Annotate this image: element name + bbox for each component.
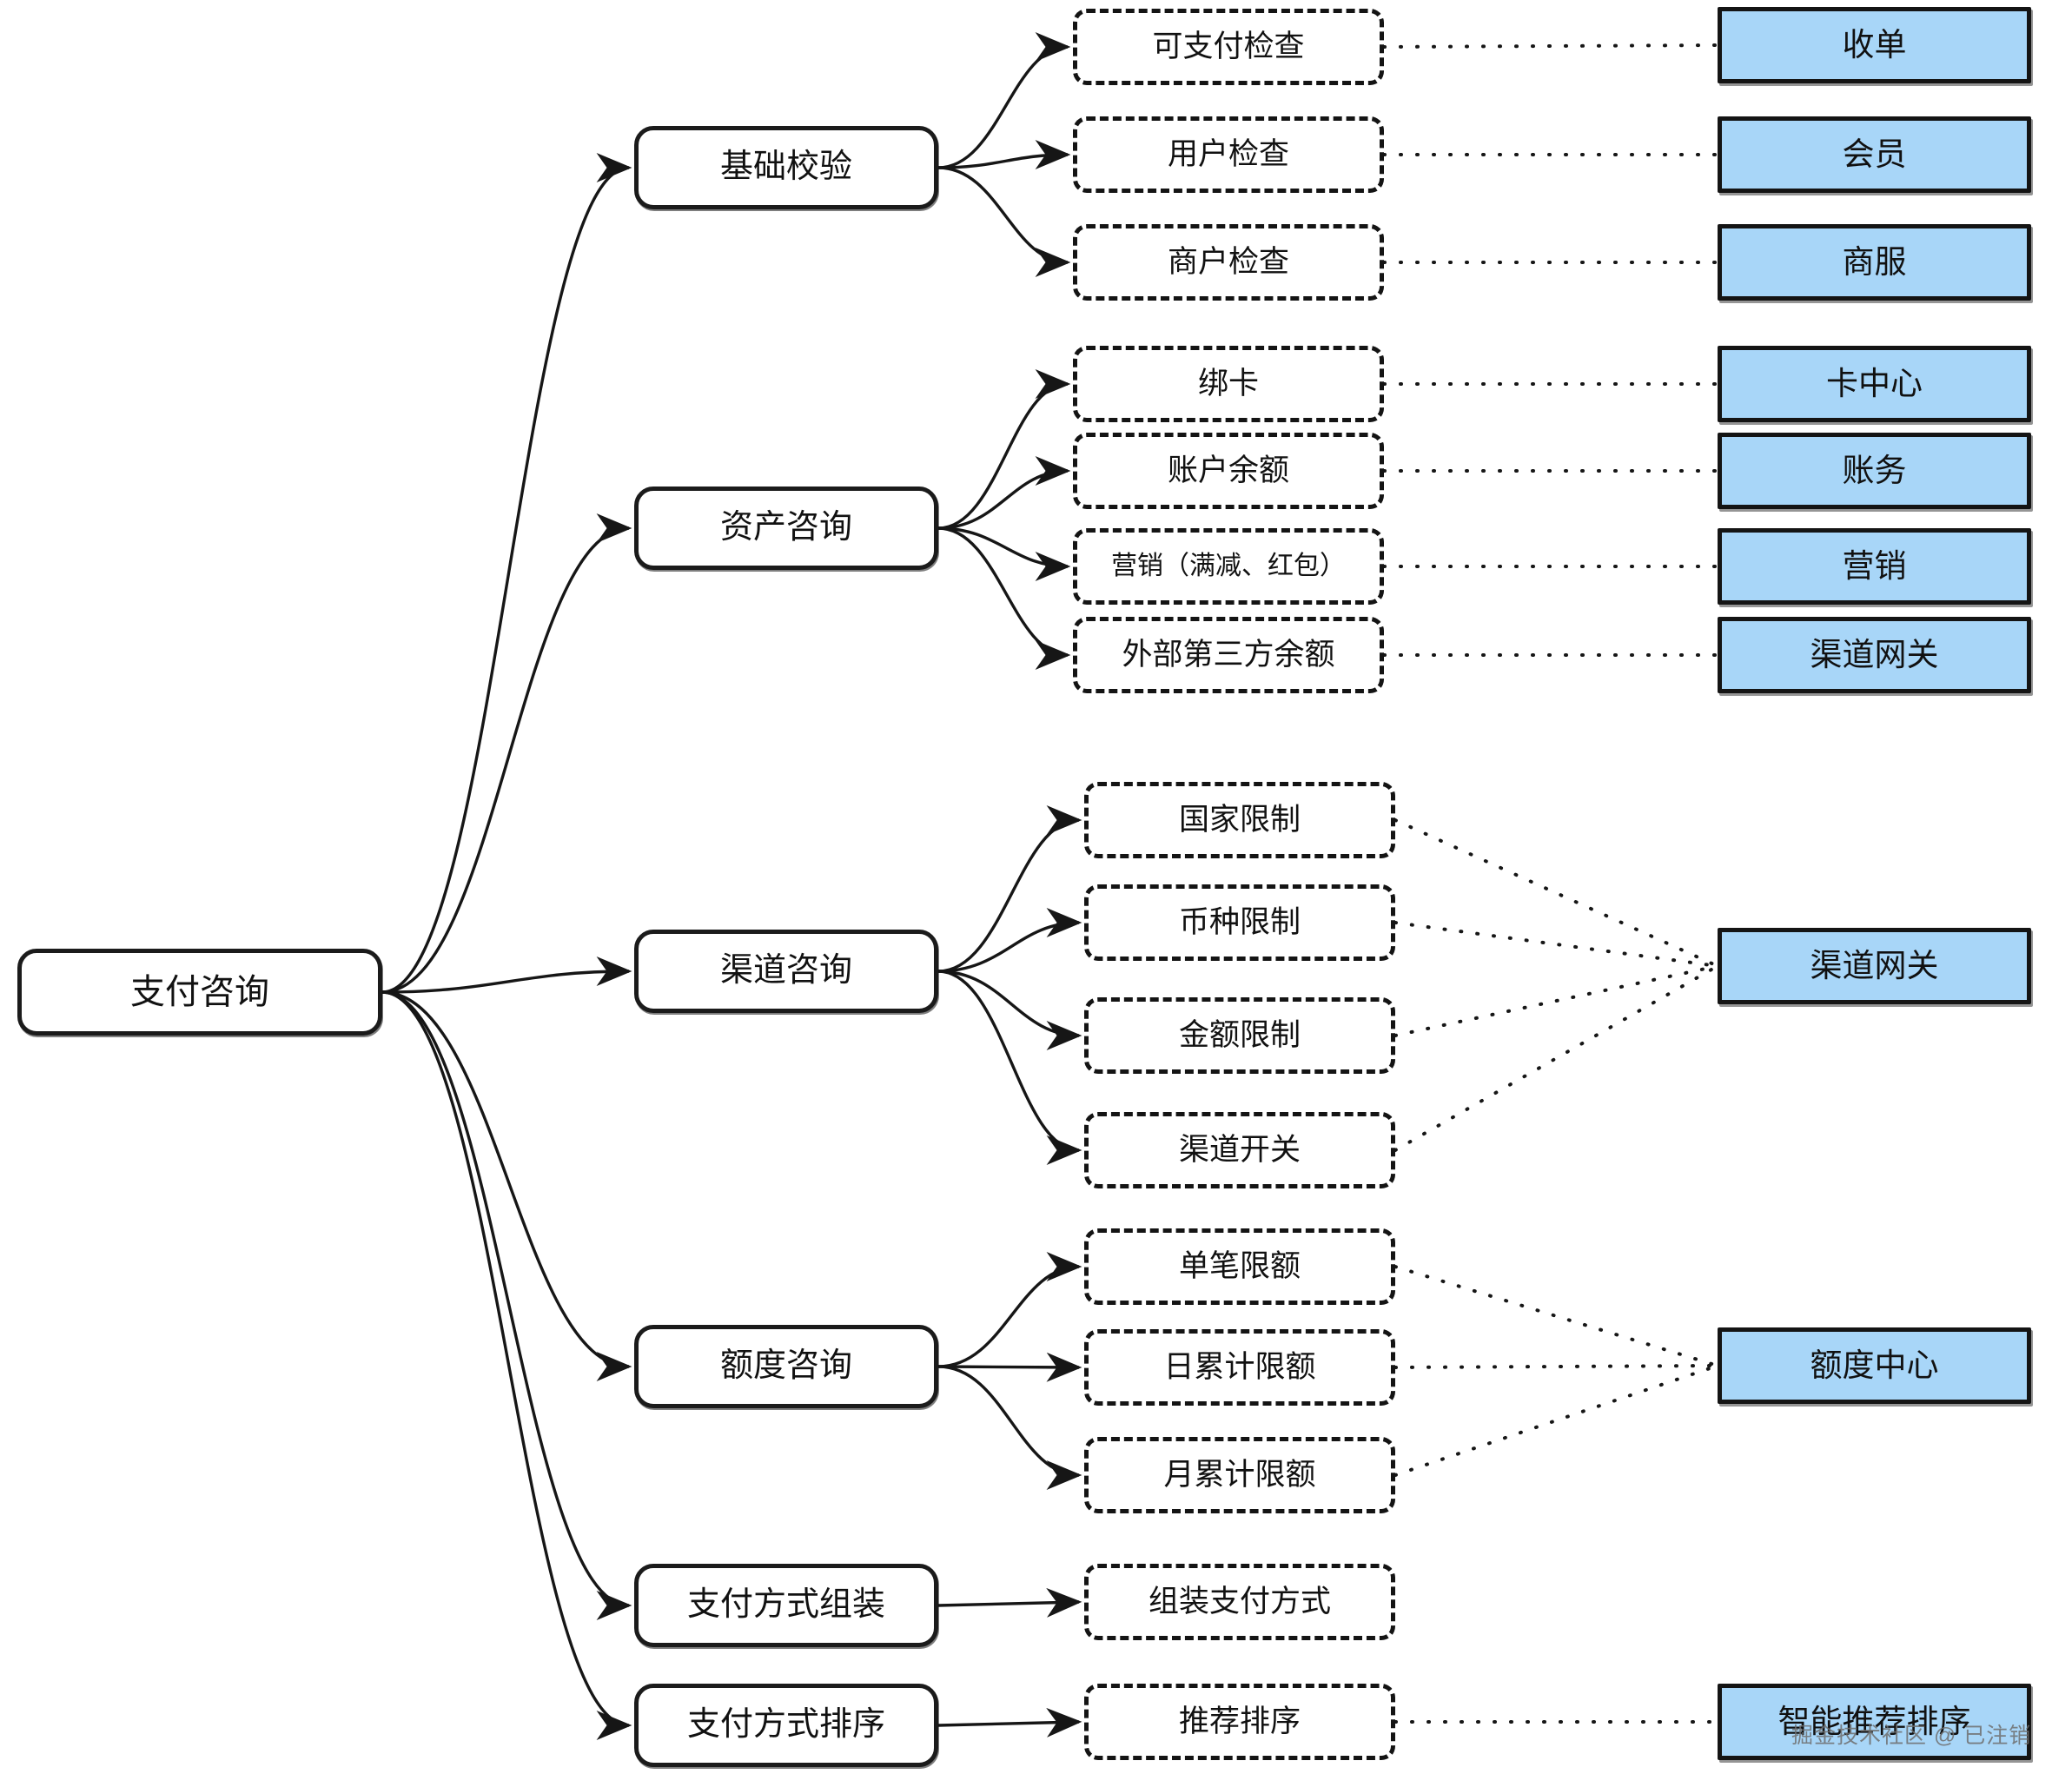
- system-node-sys-gateway-2[interactable]: 渠道网关: [1718, 928, 2031, 1004]
- arrow-edge: [381, 990, 632, 1740]
- stage-node-stage-quota[interactable]: 额度咨询: [634, 1325, 938, 1408]
- stage-node-stage-basic[interactable]: 基础校验: [634, 126, 938, 209]
- system-node-sys-quota-label: 额度中心: [1810, 1347, 1939, 1383]
- check-node-check-thirdparty-label: 外部第三方余额: [1122, 637, 1335, 672]
- system-node-sys-member-label: 会员: [1842, 136, 1907, 172]
- stage-node-stage-sort[interactable]: 支付方式排序: [634, 1684, 938, 1767]
- arrow-edges: [381, 32, 1082, 1740]
- check-node-check-merchant[interactable]: 商户检查: [1073, 224, 1384, 301]
- arrow-edge: [937, 970, 1082, 1165]
- arrow-edge: [937, 369, 1071, 530]
- dotted-edge: [1382, 43, 1719, 49]
- arrow-edge: [381, 513, 632, 994]
- arrow-edge: [937, 1587, 1082, 1618]
- dotted-edge: [1393, 1364, 1719, 1369]
- check-node-check-bindcard[interactable]: 绑卡: [1073, 346, 1384, 422]
- arrow-edge: [381, 990, 632, 1620]
- stage-node-stage-channel[interactable]: 渠道咨询: [634, 930, 938, 1013]
- system-node-sys-gateway-2-label: 渠道网关: [1810, 947, 1939, 983]
- arrow-edge: [937, 908, 1082, 973]
- check-node-check-payable[interactable]: 可支付检查: [1073, 9, 1384, 85]
- dotted-edge: [1393, 1364, 1719, 1477]
- arrow-edge: [937, 1707, 1082, 1738]
- stage-node-stage-assemble[interactable]: 支付方式组装: [634, 1564, 938, 1647]
- arrow-edge: [381, 990, 632, 1381]
- check-node-check-payable-label: 可支付检查: [1152, 29, 1305, 63]
- check-node-check-bindcard-label: 绑卡: [1197, 366, 1259, 400]
- dotted-edge: [1393, 921, 1719, 968]
- stage-node-stage-sort-label: 支付方式排序: [686, 1706, 885, 1744]
- check-node-check-switch[interactable]: 渠道开关: [1084, 1112, 1395, 1188]
- arrow-edge: [937, 1365, 1082, 1490]
- system-node-sys-acquiring-label: 收单: [1842, 26, 1907, 63]
- stage-node-stage-quota-label: 额度咨询: [719, 1347, 852, 1385]
- check-node-check-assemble[interactable]: 组装支付方式: [1084, 1564, 1395, 1640]
- arrow-edge: [937, 526, 1071, 581]
- system-node-sys-marketing-label: 营销: [1842, 547, 1907, 584]
- dotted-edge: [1393, 818, 1719, 968]
- check-node-check-daily-label: 日累计限额: [1163, 1349, 1316, 1384]
- system-node-sys-member[interactable]: 会员: [1718, 116, 2031, 193]
- dotted-edges: [1382, 43, 1719, 1724]
- check-node-check-single[interactable]: 单笔限额: [1084, 1228, 1395, 1305]
- check-node-check-currency[interactable]: 币种限制: [1084, 884, 1395, 961]
- system-node-sys-accounting-label: 账务: [1842, 452, 1907, 488]
- check-node-check-balance[interactable]: 账户余额: [1073, 433, 1384, 509]
- arrow-edge: [937, 166, 1071, 277]
- stage-node-stage-channel-label: 渠道咨询: [719, 952, 852, 990]
- dotted-edge: [1393, 964, 1719, 1037]
- system-node-sys-quota[interactable]: 额度中心: [1718, 1327, 2031, 1404]
- check-node-check-daily[interactable]: 日累计限额: [1084, 1329, 1395, 1406]
- root-node-payment-consult[interactable]: 支付咨询: [17, 949, 382, 1036]
- arrow-edge: [937, 970, 1082, 1050]
- arrow-edge: [381, 957, 632, 994]
- system-node-sys-accounting[interactable]: 账务: [1718, 433, 2031, 509]
- check-node-check-currency-label: 币种限制: [1178, 904, 1301, 939]
- check-node-check-monthly[interactable]: 月累计限额: [1084, 1437, 1395, 1513]
- root-node-payment-consult-label: 支付咨询: [130, 973, 269, 1011]
- check-node-check-merchant-label: 商户检查: [1167, 244, 1289, 279]
- check-node-check-recommend[interactable]: 推荐排序: [1084, 1684, 1395, 1760]
- arrow-edge: [937, 140, 1071, 170]
- check-node-check-monthly-label: 月累计限额: [1163, 1457, 1316, 1492]
- check-node-check-recommend-label: 推荐排序: [1178, 1704, 1301, 1738]
- check-node-check-country-label: 国家限制: [1178, 802, 1301, 837]
- system-node-sys-merchant[interactable]: 商服: [1718, 224, 2031, 301]
- system-node-sys-merchant-label: 商服: [1842, 243, 1907, 280]
- check-node-check-user-label: 用户检查: [1167, 136, 1289, 171]
- system-node-sys-marketing[interactable]: 营销: [1718, 528, 2031, 605]
- system-node-sys-gateway-1-label: 渠道网关: [1810, 636, 1939, 672]
- stage-node-stage-asset[interactable]: 资产咨询: [634, 487, 938, 570]
- check-node-check-single-label: 单笔限额: [1178, 1248, 1301, 1283]
- arrow-edge: [937, 805, 1082, 973]
- system-node-sys-cardcenter[interactable]: 卡中心: [1718, 346, 2031, 422]
- stage-node-stage-asset-label: 资产咨询: [719, 509, 852, 546]
- check-node-check-marketing[interactable]: 营销（满减、红包）: [1073, 528, 1384, 605]
- arrow-edge: [937, 32, 1071, 169]
- stage-node-stage-basic-label: 基础校验: [719, 149, 852, 186]
- arrow-edge: [937, 456, 1071, 530]
- check-node-check-country[interactable]: 国家限制: [1084, 782, 1395, 858]
- stage-node-stage-assemble-label: 支付方式组装: [686, 1586, 885, 1624]
- system-node-sys-acquiring[interactable]: 收单: [1718, 7, 2031, 83]
- check-node-check-amount[interactable]: 金额限制: [1084, 997, 1395, 1074]
- arrow-edge: [937, 526, 1071, 670]
- check-node-check-thirdparty[interactable]: 外部第三方余额: [1073, 617, 1384, 693]
- system-node-sys-gateway-1[interactable]: 渠道网关: [1718, 617, 2031, 693]
- arrow-edge: [381, 153, 632, 994]
- check-node-check-user[interactable]: 用户检查: [1073, 116, 1384, 193]
- check-node-check-switch-label: 渠道开关: [1178, 1132, 1301, 1167]
- check-node-check-balance-label: 账户余额: [1167, 453, 1289, 487]
- dotted-edge: [1393, 1265, 1719, 1367]
- check-node-check-assemble-label: 组装支付方式: [1148, 1584, 1331, 1618]
- watermark: 掘金技术社区 @ 已注销: [1791, 1724, 2032, 1748]
- system-node-sys-smartsort[interactable]: 智能推荐排序: [1718, 1684, 2031, 1760]
- check-node-check-marketing-label: 营销（满减、红包）: [1111, 551, 1346, 580]
- system-node-sys-smartsort-label: 智能推荐排序: [1777, 1703, 1971, 1739]
- check-node-check-amount-label: 金额限制: [1178, 1017, 1301, 1052]
- dotted-edge: [1393, 964, 1719, 1152]
- system-node-sys-cardcenter-label: 卡中心: [1826, 365, 1923, 401]
- arrow-edge: [937, 1252, 1082, 1368]
